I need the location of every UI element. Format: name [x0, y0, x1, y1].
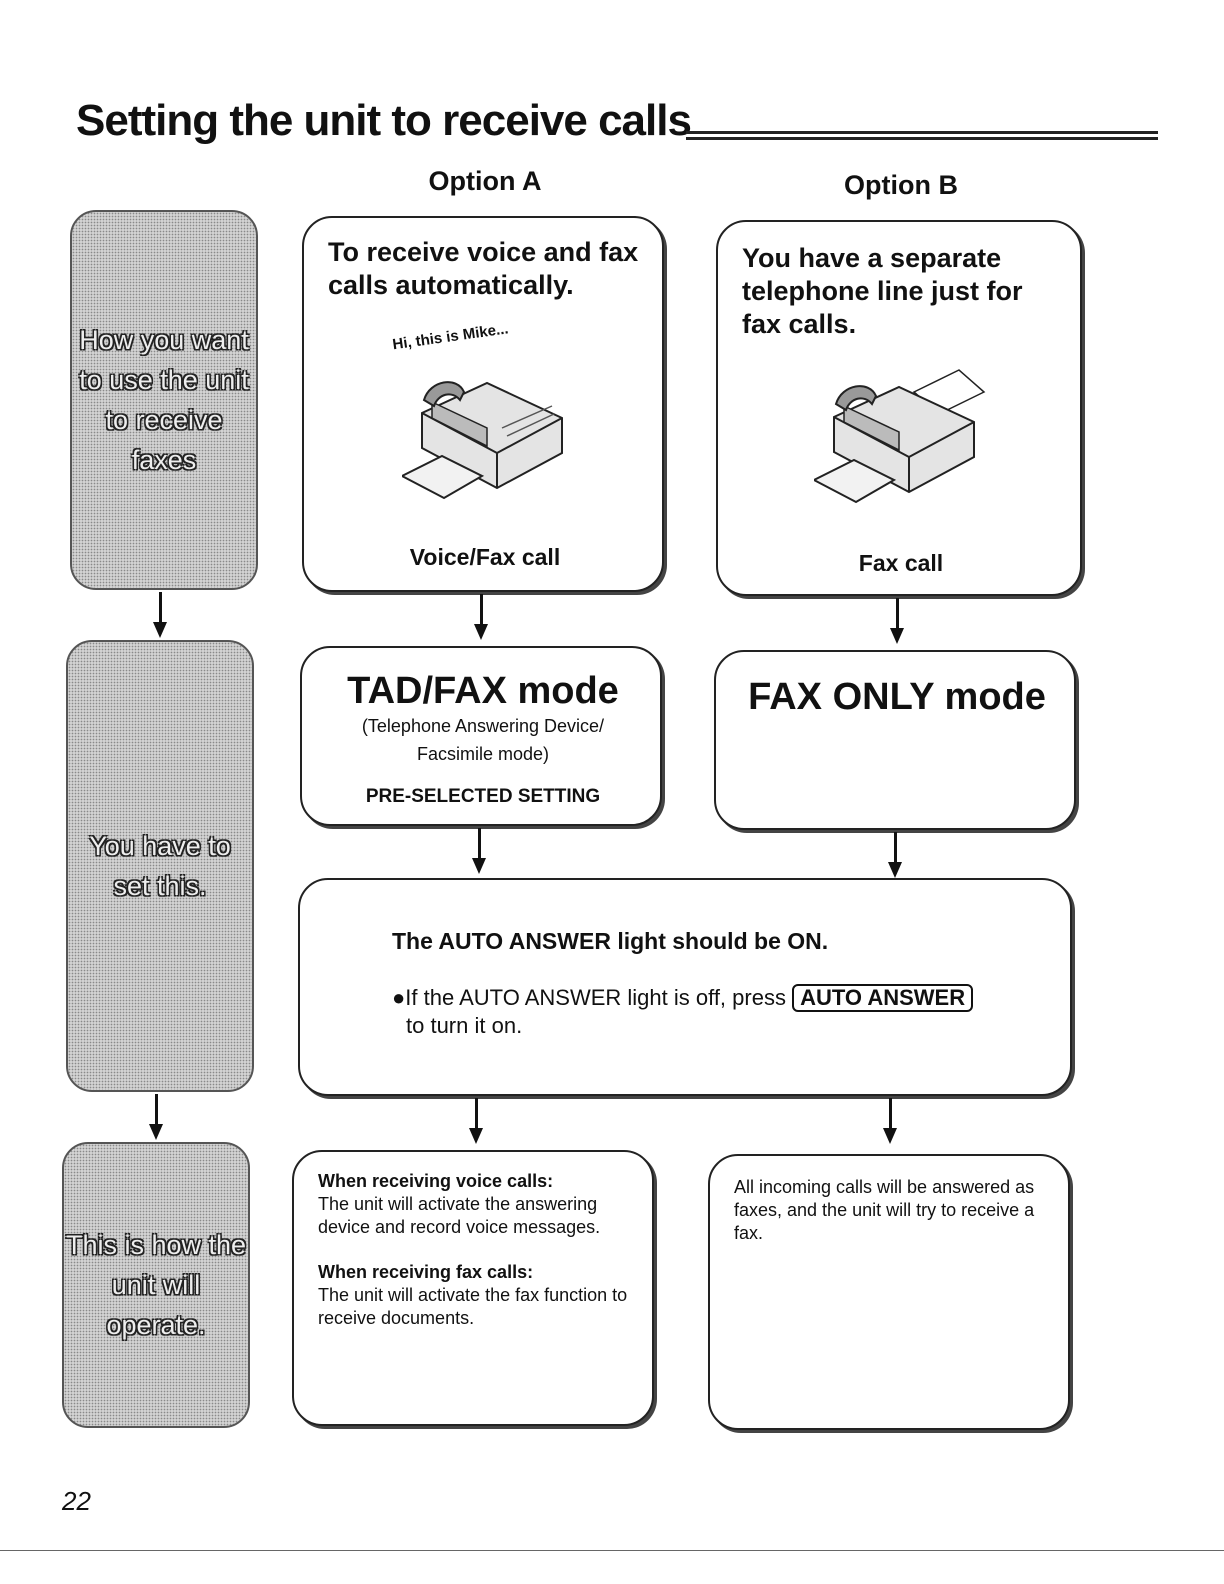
page-number: 22 [62, 1486, 91, 1516]
auto-answer-box: The AUTO ANSWER light should be ON. ●If … [298, 878, 1072, 1096]
side-tab-setting-label: You have to set this. [89, 831, 231, 901]
auto-answer-instruction-before: If the AUTO ANSWER light is off, press [405, 985, 786, 1010]
side-tab-setting: You have to set this. [66, 640, 254, 1092]
option-b-caption: Fax call [858, 550, 944, 576]
auto-answer-title: The AUTO ANSWER light should be ON. [392, 928, 829, 954]
voice-calls-heading: When receiving voice calls: [318, 1171, 554, 1191]
preselected-setting-label: PRE-SELECTED SETTING [365, 786, 601, 807]
side-tab-usage: How you want to use the unit to receive … [70, 210, 258, 590]
fax-calls-text: The unit will activate the fax function … [318, 1285, 628, 1328]
page-title: Setting the unit to receive calls [76, 96, 692, 145]
option-a-result-box: When receiving voice calls: The unit wil… [292, 1150, 654, 1426]
option-b-result-text: All incoming calls will be answered as f… [734, 1177, 1035, 1243]
auto-answer-key: AUTO ANSWER [792, 984, 974, 1012]
option-b-description: You have a separate telephone line just … [742, 243, 1023, 339]
side-tab-operation-label: This is how the unit will operate. [65, 1230, 247, 1340]
speech-bubble-text: Hi, this is Mike... [391, 320, 510, 354]
footer-rule [0, 1550, 1224, 1551]
option-b-header: Option B [844, 170, 958, 200]
fax-only-mode-label: FAX ONLY mode [748, 676, 1046, 718]
fax-only-mode-box: FAX ONLY mode [714, 650, 1076, 830]
option-a-result-text: When receiving voice calls: The unit wil… [318, 1170, 638, 1330]
auto-answer-instruction: ●If the AUTO ANSWER light is off, press … [392, 984, 1052, 1039]
voice-calls-text: The unit will activate the answering dev… [318, 1194, 601, 1237]
tad-fax-mode-subtitle-1: (Telephone Answering Device/ [361, 716, 605, 736]
option-a-header: Option A [428, 166, 542, 196]
option-a-description: To receive voice and fax calls automatic… [328, 237, 639, 300]
tad-fax-mode-label: TAD/FAX mode [347, 670, 619, 712]
auto-answer-instruction-after: to turn it on. [406, 1013, 523, 1038]
side-tab-usage-label: How you want to use the unit to receive … [79, 325, 249, 475]
option-a-caption: Voice/Fax call [409, 544, 561, 570]
tad-fax-mode-box: TAD/FAX mode (Telephone Answering Device… [300, 646, 662, 826]
bullet-icon: ● [392, 985, 406, 1010]
fax-calls-heading: When receiving fax calls: [318, 1262, 534, 1282]
tad-fax-mode-subtitle-2: Facsimile mode) [416, 744, 550, 764]
fax-machine-icon [814, 369, 986, 504]
fax-machine-icon [402, 381, 563, 500]
side-tab-operation: This is how the unit will operate. [62, 1142, 250, 1428]
option-b-result-box: All incoming calls will be answered as f… [708, 1154, 1070, 1430]
option-a-usage-box: To receive voice and fax calls automatic… [302, 216, 664, 592]
option-b-usage-box: You have a separate telephone line just … [716, 220, 1082, 596]
title-rule [686, 131, 1158, 140]
